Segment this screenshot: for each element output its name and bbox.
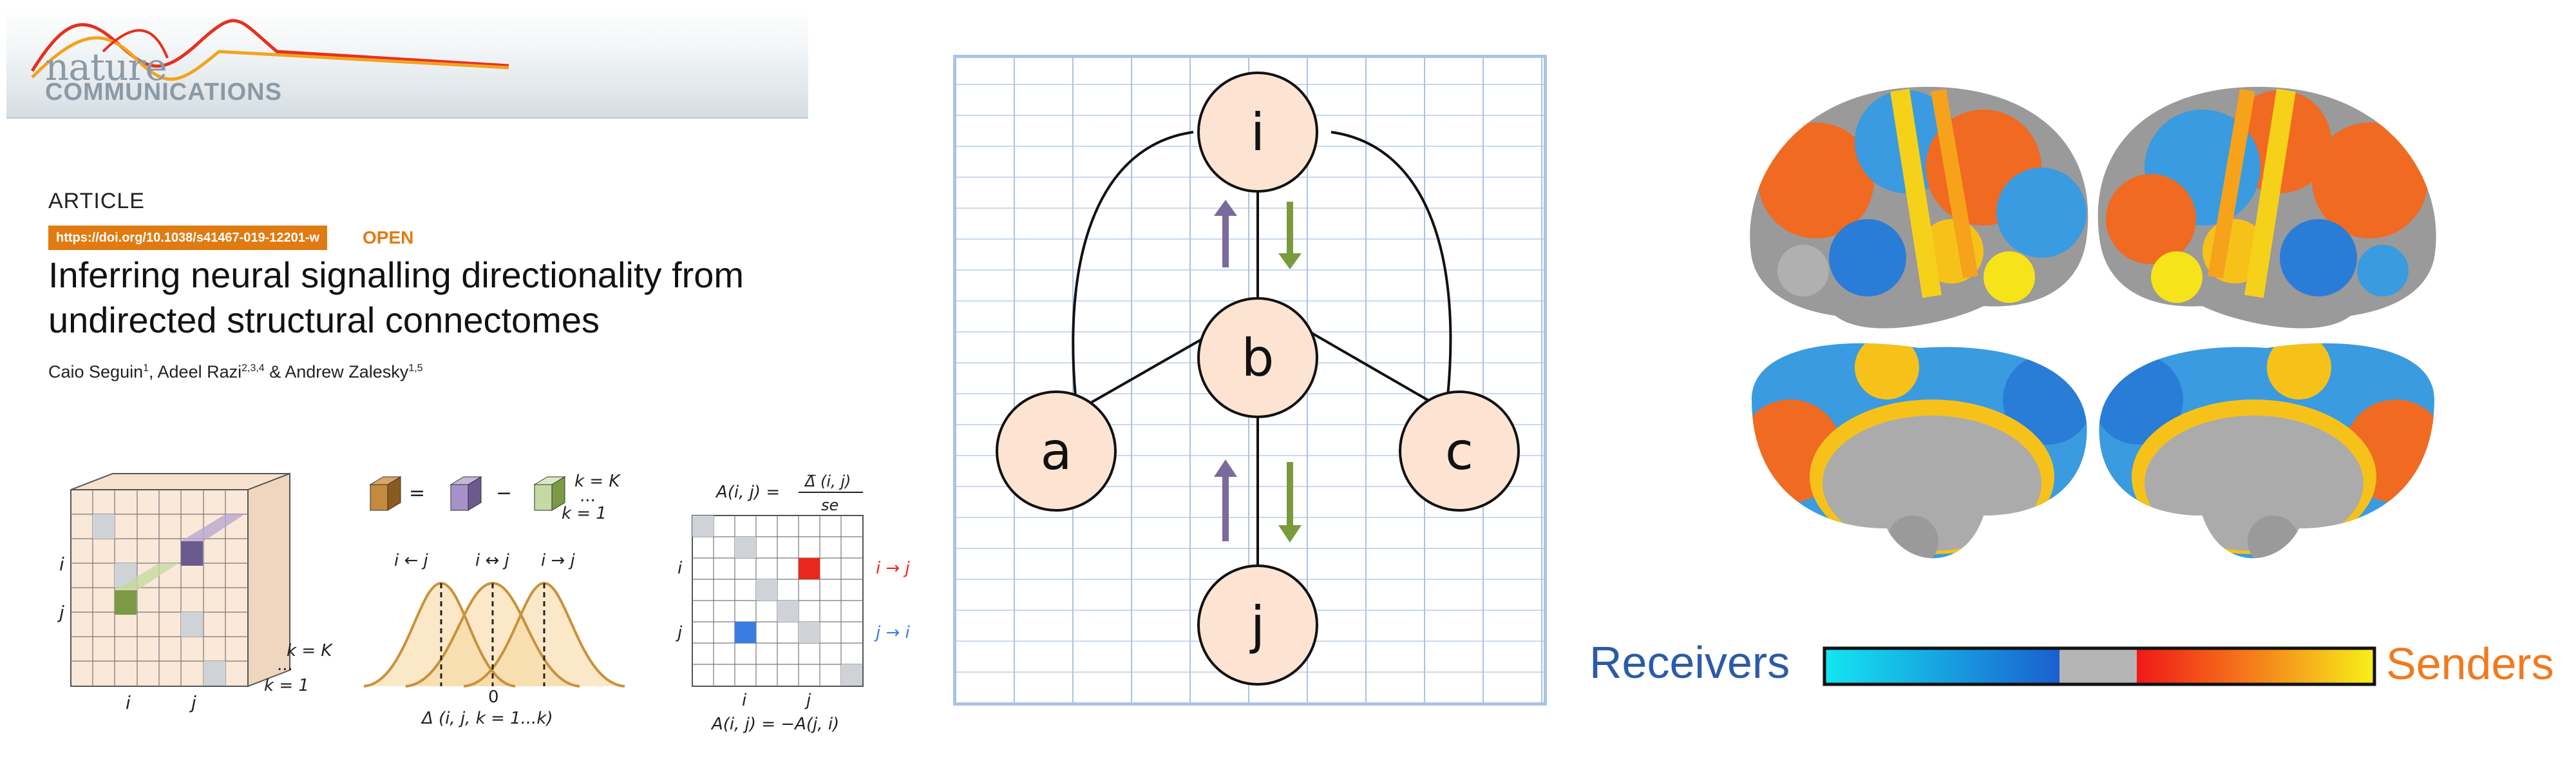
cube-col-label-j: j [189, 692, 196, 713]
node-label-c: c [1445, 421, 1473, 481]
node-j[interactable] [1197, 564, 1318, 686]
distribution-curves: i ← j i ↔ j i → j 0 Δ (i, j, k = 1...k) [363, 551, 625, 728]
brain-medial-right [2099, 343, 2434, 559]
brain-lateral-right [2098, 86, 2436, 329]
arrow-down-icon [1278, 462, 1302, 543]
matrix-legend-red: i → j [876, 559, 911, 578]
node-c[interactable] [1399, 390, 1520, 512]
cube-col-label-i: i [126, 692, 131, 713]
curve-label-right: i → j [541, 551, 576, 570]
cube-k-max-label: k = K [287, 641, 333, 660]
edge-c-b [1303, 327, 1439, 407]
node-label-i: i [1251, 102, 1265, 162]
colorbar-senders-label: Senders [2386, 639, 2554, 689]
edge-a-b [1084, 327, 1221, 407]
connectivity-cube: i j i j k = K ... k = 1 [57, 472, 333, 713]
curve-axis-label: Δ (i, j, k = 1...k) [421, 709, 553, 728]
journal-logo-waves [30, 19, 509, 81]
author-name[interactable]: Andrew Zalesky [285, 362, 409, 381]
node-a[interactable] [996, 390, 1117, 512]
brain-medial-left [1752, 343, 2087, 559]
method-figure: i j i j k = K ... k = 1 = − k = K ... k … [57, 472, 911, 734]
arrow-down-icon [1278, 202, 1302, 269]
asymmetry-matrix: A(i, j) = Δ̅ (i, j) se i j i j i → j j →… [676, 472, 911, 734]
equals-sign: = [409, 482, 425, 505]
arrow-up-icon [1214, 459, 1237, 541]
matrix-legend-blue: j → i [874, 623, 911, 642]
article-title-line-2: undirected structural connectomes [48, 300, 600, 340]
eq-k-dots: ... [580, 486, 596, 506]
curve-zero-tick: 0 [488, 688, 499, 707]
cube-row-label-j: j [57, 602, 64, 623]
node-label-a: a [1040, 421, 1072, 481]
brain-lateral-left [1750, 86, 2088, 329]
network-diagram: i b a c j [996, 72, 1520, 686]
article-type-label: ARTICLE [48, 189, 145, 213]
brain-surface-maps [1750, 86, 2436, 559]
author-separator: , [149, 362, 158, 381]
colorbar-receivers-label: Receivers [1589, 637, 1790, 688]
author-affiliation: 1 [143, 363, 149, 374]
journal-subtitle: COMMUNICATIONS [45, 79, 282, 106]
minus-sign: − [496, 482, 512, 505]
journal-name: nature [45, 45, 167, 89]
matrix-eq-numerator: Δ̅ (i, j) [804, 472, 851, 490]
author-separator: & [264, 362, 285, 381]
author-name[interactable]: Caio Seguin [48, 362, 144, 381]
colorbar [1823, 646, 2376, 686]
author-name[interactable]: Adeel Razi [157, 362, 242, 381]
curve-label-mid: i ↔ j [475, 551, 510, 570]
cube-k-min-label: k = 1 [264, 676, 309, 695]
matrix-eq-denominator: se [821, 496, 838, 514]
edge-a-i [1072, 131, 1194, 397]
cuboid-equation: = − k = K ... k = 1 [369, 472, 621, 523]
edge-c-i [1331, 131, 1452, 397]
cube-k-dots: ... [277, 655, 293, 675]
article-title-line-1: Inferring neural signalling directionali… [48, 255, 744, 295]
matrix-col-label-i: i [742, 691, 747, 710]
author-affiliation: 1,5 [408, 363, 423, 374]
curve-label-left: i ← j [394, 551, 429, 570]
matrix-col-label-j: j [804, 691, 811, 710]
cube-row-label-i: i [59, 554, 64, 575]
node-label-j: j [1249, 595, 1265, 655]
node-b[interactable] [1197, 297, 1318, 418]
arrow-up-icon [1214, 200, 1237, 267]
open-access-badge: OPEN [363, 227, 414, 247]
author-list: Caio Seguin1, Adeel Razi2,3,4 & Andrew Z… [48, 362, 423, 382]
article-title: Inferring neural signalling directionali… [48, 253, 821, 343]
node-label-b: b [1242, 328, 1274, 388]
matrix-row-label-j: j [676, 623, 683, 642]
author-affiliation: 2,3,4 [242, 363, 265, 374]
matrix-eq-lhs: A(i, j) = [715, 483, 780, 502]
journal-banner: nature COMMUNICATIONS [6, 6, 808, 119]
node-i[interactable] [1197, 72, 1318, 193]
eq-k-max: k = K [574, 472, 621, 491]
eq-k-min: k = 1 [562, 504, 607, 523]
matrix-row-label-i: i [677, 559, 683, 578]
matrix-antisymmetry-eq: A(i, j) = −A(j, i) [710, 715, 839, 734]
doi-link[interactable]: https://doi.org/10.1038/s41467-019-12201… [48, 226, 328, 250]
